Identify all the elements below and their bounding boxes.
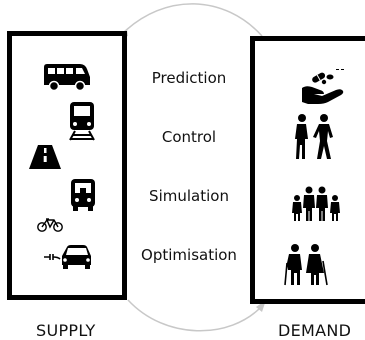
elderly-couple-icon	[284, 244, 328, 286]
train-icon	[69, 102, 95, 141]
method-simulation: Simulation	[149, 187, 229, 205]
family-group-icon	[292, 186, 340, 221]
hand-with-pills-icon	[302, 69, 344, 104]
walking-couple-icon	[295, 114, 333, 159]
bus-icon	[71, 179, 95, 211]
method-control: Control	[161, 128, 217, 146]
supply-label: SUPPLY	[36, 321, 96, 340]
bicycle-icon	[37, 218, 63, 232]
minibus-icon	[44, 64, 90, 91]
method-optimisation: Optimisation	[141, 246, 237, 264]
demand-box	[250, 36, 365, 304]
electric-car-icon	[44, 245, 91, 269]
arrow-supply-to-demand-top	[121, 3, 263, 37]
road-icon	[29, 145, 61, 169]
demand-label: DEMAND	[278, 321, 352, 340]
arrow-demand-to-supply-bottom	[127, 299, 263, 332]
method-prediction: Prediction	[151, 69, 227, 87]
